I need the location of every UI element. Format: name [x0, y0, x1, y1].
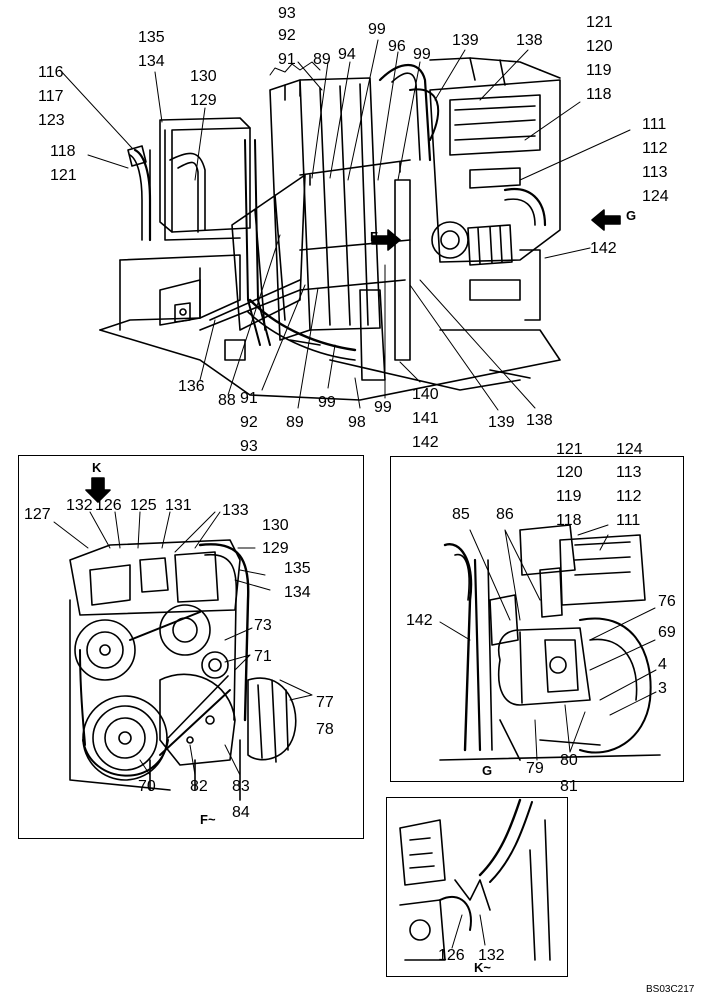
callout-139: 139 — [452, 32, 479, 49]
left-detail-panel-k — [18, 455, 364, 839]
callout-81: 81 — [560, 778, 578, 795]
callout-79: 79 — [526, 760, 544, 777]
callout-121: 121 — [586, 14, 613, 31]
small-detail-drawing — [399, 798, 551, 961]
right-detail-drawing — [439, 524, 661, 761]
view-tag-f: F — [370, 229, 378, 244]
callout-131: 131 — [165, 497, 192, 514]
callout-142: 142 — [406, 612, 433, 629]
callout-112: 112 — [616, 488, 642, 505]
small-detail-panel — [386, 797, 568, 977]
detail-ref-f: F~ — [200, 812, 216, 827]
callout-4: 4 — [658, 656, 667, 673]
callout-136: 136 — [178, 378, 205, 395]
view-tag-k: K — [92, 460, 102, 475]
callout-135: 135 — [138, 29, 165, 46]
callout-130: 130 — [262, 517, 289, 534]
callout-92: 92 — [278, 27, 296, 44]
callout-132: 132 — [66, 497, 93, 514]
callout-89: 89 — [286, 414, 304, 431]
callout-78: 78 — [316, 721, 334, 738]
right-detail-panel-g — [390, 456, 684, 782]
callout-91: 91 — [240, 390, 258, 407]
callout-118: 118 — [50, 143, 76, 160]
callout-111: 111 — [642, 116, 667, 133]
callout-117: 117 — [38, 88, 64, 105]
callout-85: 85 — [452, 506, 470, 523]
callout-69: 69 — [658, 624, 676, 641]
detail-ref-k: K~ — [474, 960, 491, 975]
callout-120: 120 — [556, 464, 583, 481]
callout-83: 83 — [232, 778, 250, 795]
callout-135: 135 — [284, 560, 311, 577]
callout-124: 124 — [616, 441, 643, 458]
callout-71: 71 — [254, 648, 272, 665]
callout-80: 80 — [560, 752, 578, 769]
callout-88: 88 — [218, 392, 236, 409]
callout-121: 121 — [50, 167, 77, 184]
callout-99: 99 — [318, 394, 336, 411]
callout-139: 139 — [488, 414, 515, 431]
callout-133: 133 — [222, 502, 249, 519]
callout-138: 138 — [526, 412, 553, 429]
callout-86: 86 — [496, 506, 514, 523]
callout-118: 118 — [556, 512, 582, 529]
callout-113: 113 — [616, 464, 642, 481]
callout-132: 132 — [478, 947, 505, 964]
callout-126: 126 — [95, 497, 122, 514]
callout-125: 125 — [130, 497, 157, 514]
callout-76: 76 — [658, 593, 676, 610]
drawing-reference: BS03C217 — [646, 984, 695, 995]
callout-93: 93 — [278, 5, 296, 22]
callout-142: 142 — [590, 240, 617, 257]
callout-94: 94 — [338, 46, 356, 63]
callout-130: 130 — [190, 68, 217, 85]
callout-142: 142 — [412, 434, 439, 451]
callout-70: 70 — [138, 778, 156, 795]
detail-tag-g: G — [482, 763, 493, 778]
callout-73: 73 — [254, 617, 272, 634]
callout-93: 93 — [240, 438, 258, 455]
callout-89: 89 — [313, 51, 331, 68]
callout-112: 112 — [642, 140, 668, 157]
callout-124: 124 — [642, 188, 669, 205]
callout-119: 119 — [586, 62, 612, 79]
callout-96: 96 — [388, 38, 406, 55]
callout-92: 92 — [240, 414, 258, 431]
callout-141: 141 — [412, 410, 439, 427]
callout-129: 129 — [190, 92, 217, 109]
callout-127: 127 — [24, 506, 51, 523]
callout-126: 126 — [438, 947, 465, 964]
callout-91: 91 — [278, 51, 296, 68]
callout-99: 99 — [374, 399, 392, 416]
callout-138: 138 — [516, 32, 543, 49]
callout-3: 3 — [658, 680, 667, 697]
callout-111: 111 — [616, 512, 641, 529]
callout-98: 98 — [348, 414, 366, 431]
callout-140: 140 — [412, 386, 439, 403]
callout-116: 116 — [38, 64, 64, 81]
callout-121: 121 — [556, 441, 583, 458]
callout-134: 134 — [284, 584, 311, 601]
callout-82: 82 — [190, 778, 208, 795]
callout-99: 99 — [413, 46, 431, 63]
view-tag-g: G — [626, 208, 637, 223]
callout-99: 99 — [368, 21, 386, 38]
main-view-drawing — [59, 39, 631, 411]
callout-123: 123 — [38, 112, 65, 129]
callout-77: 77 — [316, 694, 334, 711]
callout-119: 119 — [556, 488, 582, 505]
callout-129: 129 — [262, 540, 289, 557]
callout-118: 118 — [586, 86, 612, 103]
callout-113: 113 — [642, 164, 668, 181]
callout-84: 84 — [232, 804, 250, 821]
callout-134: 134 — [138, 53, 165, 70]
left-detail-drawing — [53, 477, 313, 801]
callout-120: 120 — [586, 38, 613, 55]
